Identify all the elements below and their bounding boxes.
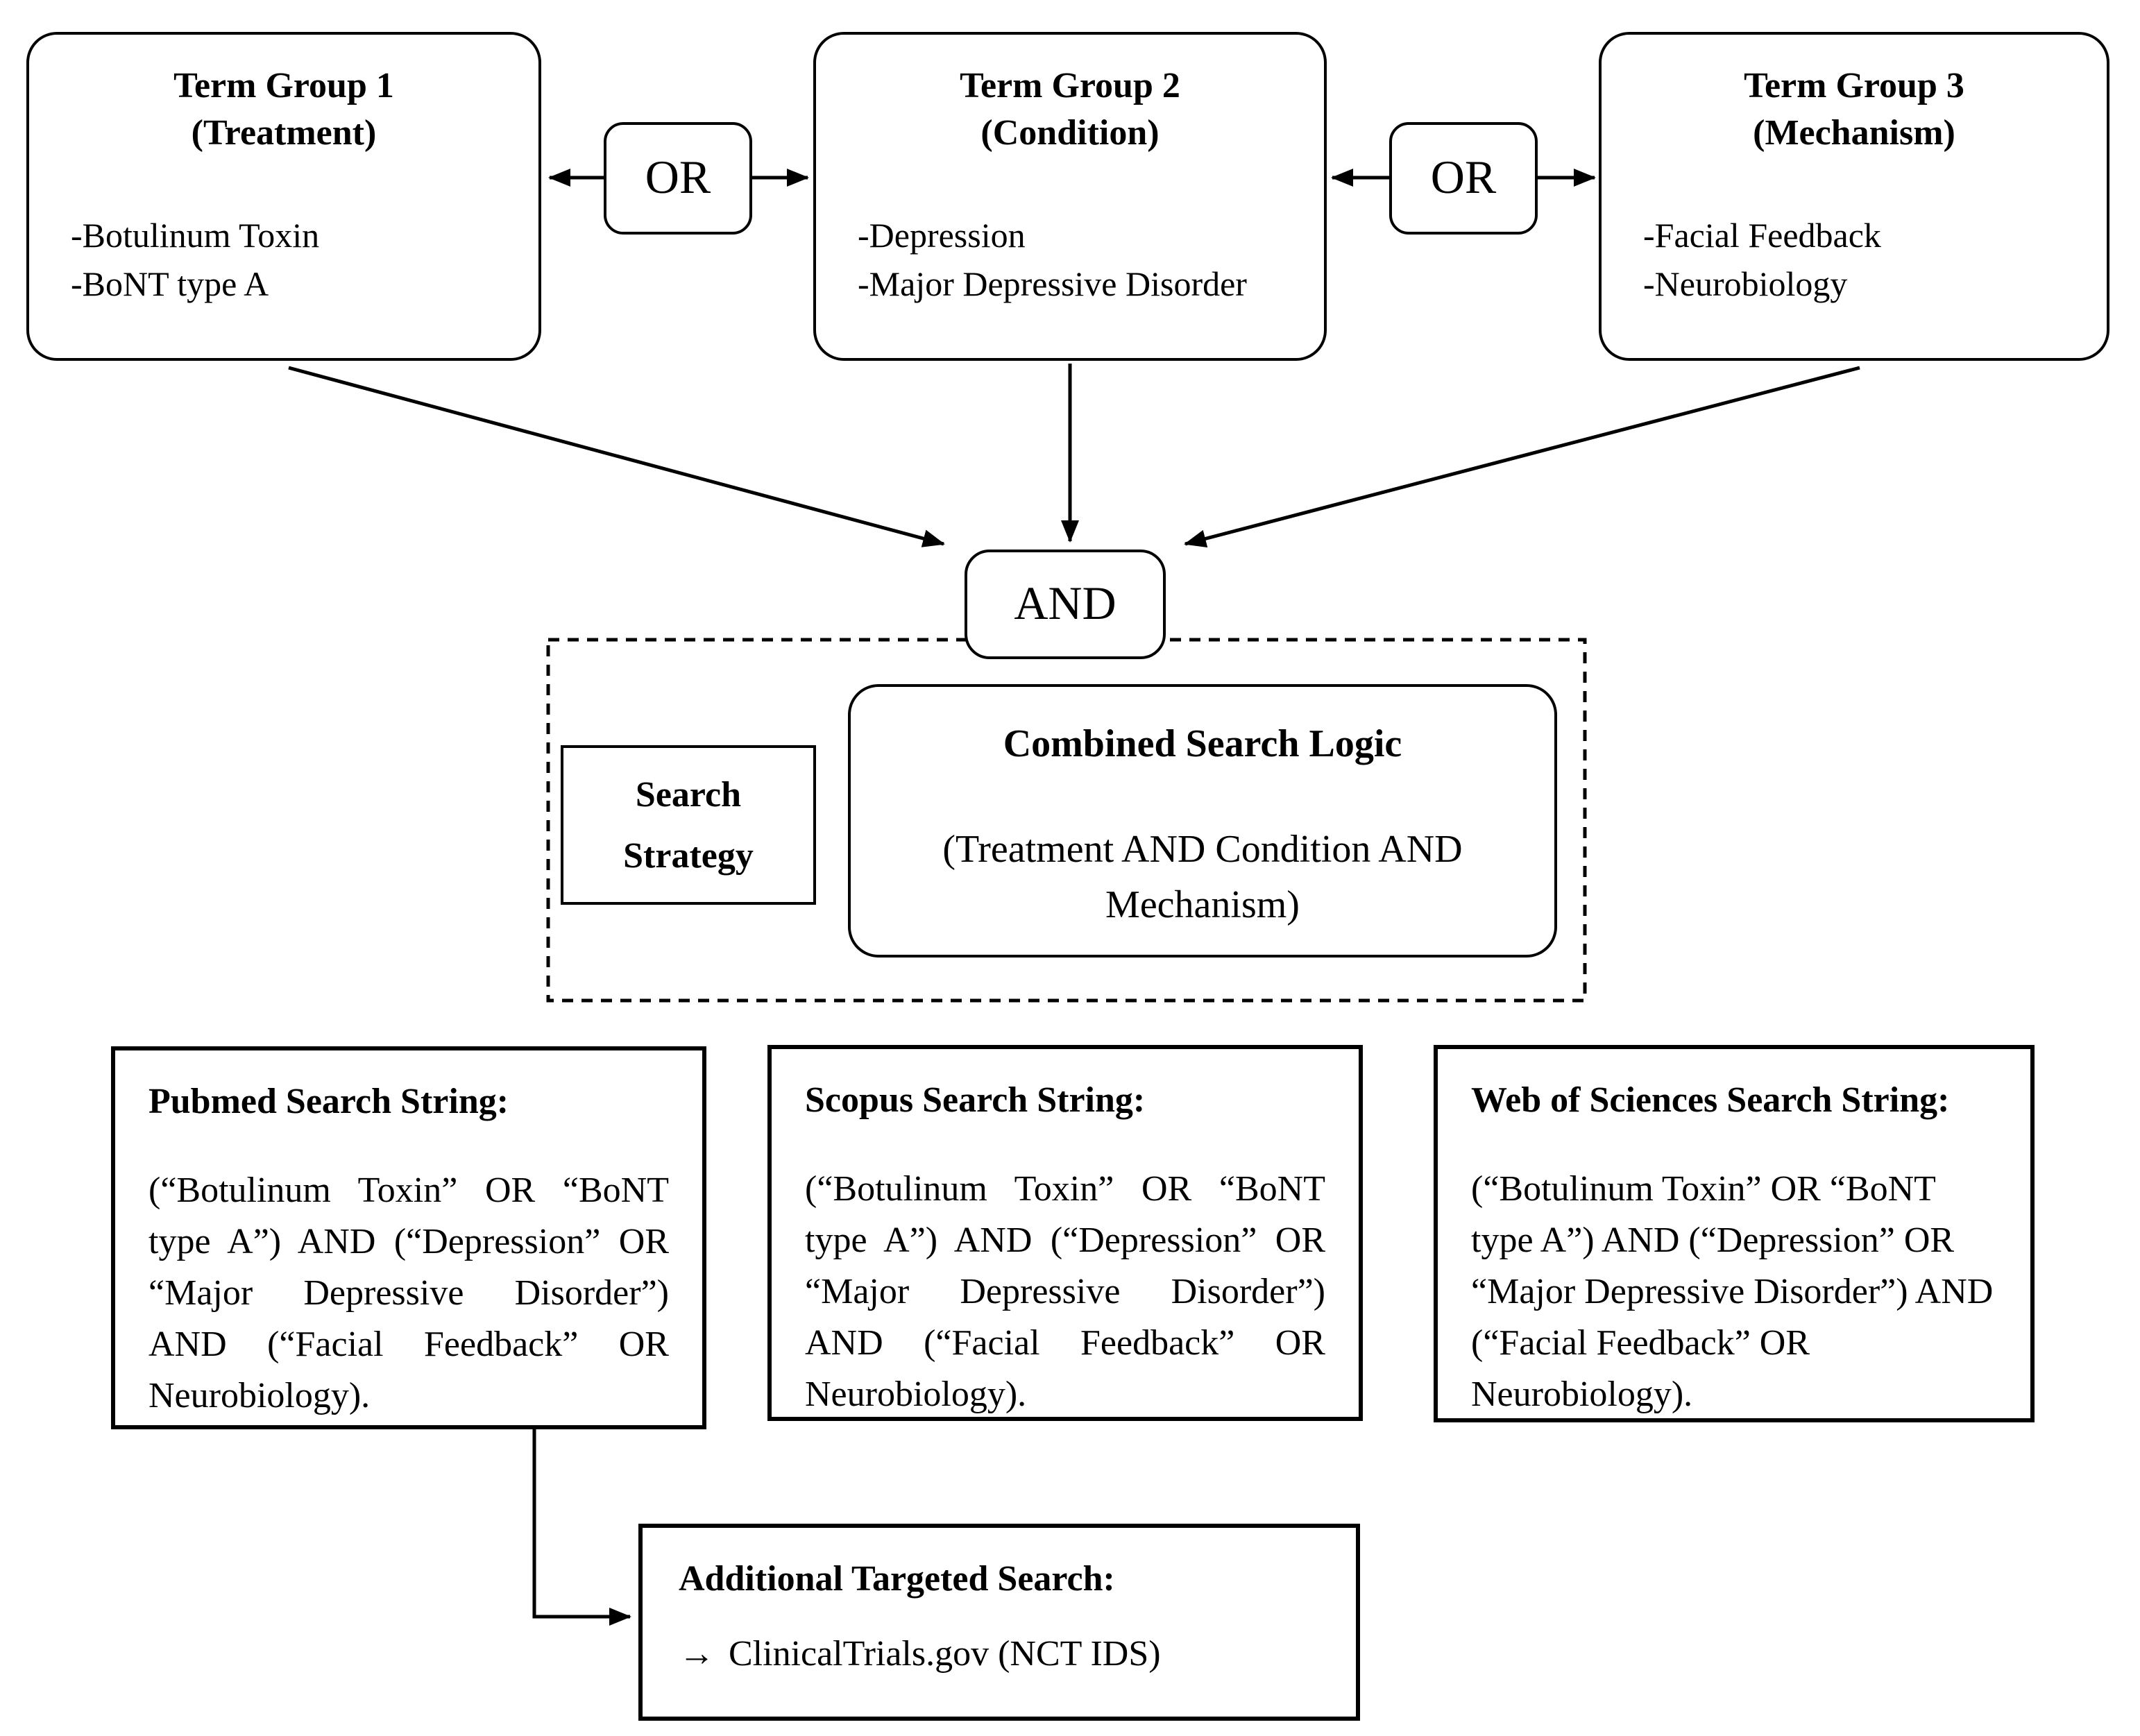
search-strategy-dashed-container [546, 638, 1587, 1003]
term-group-3-item: -Facial Feedback [1643, 218, 1881, 255]
term-group-2-box: Term Group 2 (Condition) -Depression -Ma… [813, 32, 1327, 361]
web-of-sciences-search-box: Web of Sciences Search String: (“Botulin… [1434, 1045, 2035, 1422]
web-of-sciences-search-title: Web of Sciences Search String: [1471, 1080, 1950, 1120]
term-group-2-items: -Depression -Major Depressive Disorder [816, 212, 1324, 309]
scopus-search-box: Scopus Search String: (“Botulinum Toxin”… [767, 1045, 1363, 1421]
term-group-1-items: -Botulinum Toxin -BoNT type A [29, 212, 538, 309]
search-strategy-line-2: Strategy [623, 835, 754, 875]
term-group-3-title: Term Group 3 (Mechanism) [1602, 62, 2107, 157]
search-strategy-label-box: Search Strategy [561, 745, 816, 905]
pubmed-to-additional-arrow [532, 1429, 631, 1626]
combined-search-logic-box: Combined Search Logic (Treatment AND Con… [848, 684, 1557, 958]
group1-to-and-arrow [288, 366, 945, 547]
pubmed-search-box: Pubmed Search String: (“Botulinum Toxin”… [111, 1046, 706, 1429]
term-group-1-title: Term Group 1 (Treatment) [29, 62, 538, 157]
term-group-1-item: -Botulinum Toxin [71, 218, 320, 255]
search-strategy-line-1: Search [635, 774, 742, 814]
or-label-1: OR [645, 152, 711, 203]
term-group-3-items: -Facial Feedback -Neurobiology [1602, 212, 2107, 309]
term-group-3-name: Term Group 3 [1744, 65, 1964, 105]
term-group-3-item: -Neurobiology [1643, 266, 1848, 304]
term-group-1-box: Term Group 1 (Treatment) -Botulinum Toxi… [26, 32, 541, 361]
or-operator-box-1: OR [604, 122, 752, 235]
scopus-search-title: Scopus Search String: [805, 1080, 1146, 1120]
or-operator-box-2: OR [1389, 122, 1538, 235]
and-label: AND [1014, 578, 1116, 629]
group3-to-and-arrow [1184, 366, 1860, 547]
term-group-1-item: -BoNT type A [71, 266, 269, 304]
term-group-2-item: -Depression [858, 218, 1026, 255]
additional-targeted-search-body: → ClinicalTrials.gov (NCT IDS) [679, 1633, 1320, 1675]
right-arrow-icon: → [679, 1633, 715, 1674]
term-group-3-subtitle: (Mechanism) [1753, 112, 1955, 153]
scopus-search-string: (“Botulinum Toxin” OR “BoNT type A”) AND… [805, 1168, 1325, 1414]
combined-search-logic-body: (Treatment AND Condition AND Mechanism) [942, 828, 1463, 927]
additional-targeted-search-text: ClinicalTrials.gov (NCT IDS) [729, 1633, 1161, 1674]
term-group-2-title: Term Group 2 (Condition) [816, 62, 1324, 157]
additional-targeted-search-box: Additional Targeted Search: → ClinicalTri… [638, 1524, 1360, 1721]
or-label-2: OR [1430, 152, 1497, 203]
pubmed-search-title: Pubmed Search String: [148, 1081, 509, 1121]
term-group-1-name: Term Group 1 [173, 65, 394, 105]
term-group-2-name: Term Group 2 [960, 65, 1180, 105]
term-group-3-box: Term Group 3 (Mechanism) -Facial Feedbac… [1599, 32, 2109, 361]
pubmed-search-string: (“Botulinum Toxin” OR “BoNT type A”) AND… [148, 1170, 669, 1415]
and-operator-box: AND [965, 550, 1166, 659]
term-group-1-subtitle: (Treatment) [191, 112, 377, 153]
web-of-sciences-search-string: (“Botulinum Toxin” OR “BoNT type A”) AND… [1471, 1168, 1994, 1414]
term-group-2-item: -Major Depressive Disorder [858, 266, 1247, 304]
additional-targeted-search-title: Additional Targeted Search: [679, 1558, 1115, 1599]
term-group-2-subtitle: (Condition) [980, 112, 1160, 153]
combined-search-logic-title: Combined Search Logic [1003, 723, 1402, 766]
